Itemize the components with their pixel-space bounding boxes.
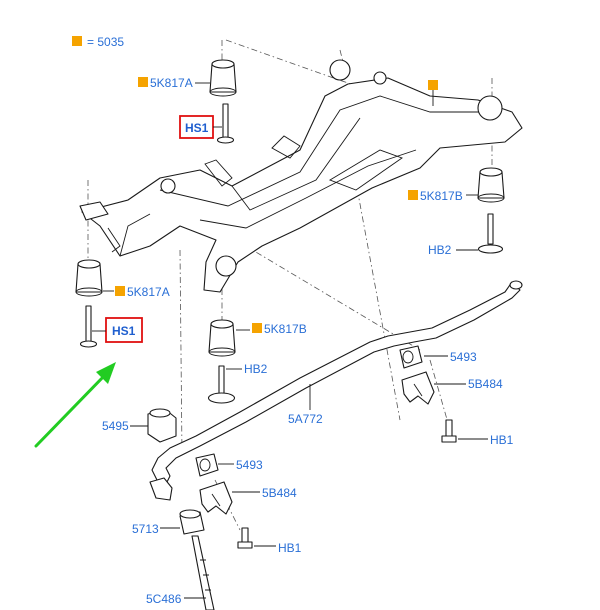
legend-square-icon <box>72 36 82 46</box>
label-right-bracket: 5B484 <box>468 377 503 391</box>
link-rod <box>191 535 215 610</box>
label-right-link: 5493 <box>450 350 477 364</box>
top-bolt <box>216 103 235 144</box>
top-bushing <box>209 59 237 97</box>
left-bracket <box>199 481 233 515</box>
label-mount: 5713 <box>132 522 159 536</box>
legend-text: = 5035 <box>87 35 124 49</box>
right-bushing <box>477 167 505 203</box>
label-rod: 5C486 <box>146 592 182 606</box>
label-right-bushing: 5K817B <box>420 189 463 203</box>
label-top-bushing: 5K817A <box>150 76 193 90</box>
link-mount <box>179 509 205 535</box>
right-bushing-marker-icon <box>408 190 418 200</box>
left-link-nut <box>147 408 177 443</box>
subframe-marker-icon <box>428 80 438 90</box>
label-top-bolt: HS1 <box>185 121 209 135</box>
center-bolt <box>207 365 236 404</box>
stabilizer-bar <box>151 280 523 485</box>
label-left-bolt-hb1: HB1 <box>278 541 302 555</box>
center-bushing-marker-icon <box>252 323 262 333</box>
label-right-bolt: HB2 <box>428 243 452 257</box>
label-stabilizer-bar: 5A772 <box>288 412 323 426</box>
right-bolt <box>477 213 504 254</box>
left-bushing <box>75 259 103 297</box>
center-bushing <box>208 319 236 357</box>
label-left-link-nut: 5495 <box>102 419 129 433</box>
left-bolt <box>79 305 98 348</box>
top-bushing-marker-icon <box>138 77 148 87</box>
label-left-bolt: HS1 <box>112 324 136 338</box>
right-bracket-bolt <box>441 419 457 443</box>
right-link-bushing <box>399 345 423 369</box>
green-pointer-arrow-icon <box>34 362 116 448</box>
left-bolt-highlight-box <box>105 317 143 343</box>
rear-subframe <box>79 59 523 293</box>
label-center-bolt: HB2 <box>244 362 268 376</box>
label-left-link: 5493 <box>236 458 263 472</box>
left-link-bushing <box>195 453 219 477</box>
left-bracket-bolt <box>237 527 253 549</box>
label-left-bracket: 5B484 <box>262 486 297 500</box>
label-left-bushing: 5K817A <box>127 285 170 299</box>
right-bracket <box>401 371 435 405</box>
bar-end-link <box>149 477 173 501</box>
label-right-bolt-hb1: HB1 <box>490 433 514 447</box>
legend: = 5035 <box>72 35 124 49</box>
left-bushing-marker-icon <box>115 286 125 296</box>
label-center-bushing: 5K817B <box>264 322 307 336</box>
